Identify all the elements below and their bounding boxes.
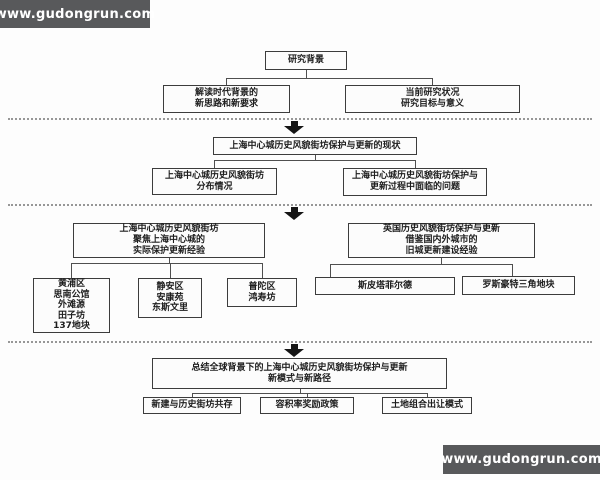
research-status-goals-box: 当前研究状况 研究目标与意义 bbox=[345, 85, 520, 113]
land-transfer-mode-box: 土地组合出让模式 bbox=[382, 397, 472, 414]
down-arrow-icon bbox=[284, 121, 304, 134]
watermark-top-left: www.gudongrun.com bbox=[0, 0, 155, 28]
connector bbox=[71, 263, 72, 278]
connector bbox=[262, 263, 263, 278]
section-divider bbox=[8, 341, 592, 343]
connector bbox=[441, 258, 442, 264]
box-line: 新建与历史街坊共存 bbox=[151, 400, 233, 410]
connector bbox=[169, 258, 170, 263]
box-line: 田子坊 bbox=[57, 310, 85, 321]
down-arrow-icon bbox=[284, 344, 304, 357]
box-line: 137地块 bbox=[53, 321, 90, 332]
box-line: 容积率奖励政策 bbox=[275, 400, 339, 410]
spitalfields-box: 斯皮塔菲尔德 bbox=[315, 277, 455, 295]
box-line: 当前研究状况 bbox=[405, 88, 460, 98]
box-line: 上海中心城历史风貌街坊保护与 bbox=[351, 171, 478, 181]
connector bbox=[170, 263, 171, 278]
connector bbox=[415, 160, 416, 168]
problems-box: 上海中心城历史风貌街坊保护与 更新过程中面临的问题 bbox=[343, 168, 487, 196]
box-line: 借鉴国内外城市的 bbox=[405, 235, 478, 245]
uk-cases-title-box: 英国历史风貌街坊保护与更新 借鉴国内外城市的 旧城更新建设经验 bbox=[348, 223, 535, 258]
connector bbox=[192, 393, 193, 397]
box-line: 静安区 bbox=[156, 282, 184, 293]
box-line: 普陀区 bbox=[248, 282, 276, 292]
connector bbox=[512, 264, 513, 276]
box-line: 安康苑 bbox=[156, 292, 184, 303]
box-line: 外滩源 bbox=[57, 300, 85, 311]
coexistence-mode-box: 新建与历史街坊共存 bbox=[143, 397, 241, 414]
box-line: 解读时代背景的 bbox=[194, 88, 258, 98]
box-line: 上海中心城历史风貌街坊 bbox=[119, 224, 219, 234]
connector bbox=[192, 393, 428, 394]
box-line: 黄浦区 bbox=[57, 279, 85, 290]
box-line: 聚焦上海中心城的 bbox=[132, 235, 205, 245]
arrow-head bbox=[284, 126, 304, 134]
current-status-title-box: 上海中心城历史风貌街坊保护与更新的现状 bbox=[213, 137, 417, 155]
box-line: 英国历史风貌街坊保护与更新 bbox=[382, 224, 500, 234]
era-background-box: 解读时代背景的 新思路和新要求 bbox=[163, 85, 290, 113]
box-line: 新思路和新要求 bbox=[194, 99, 258, 109]
box-line: 更新过程中面临的问题 bbox=[369, 182, 460, 192]
down-arrow-icon bbox=[284, 207, 304, 220]
putuo-district-box: 普陀区 鸿寿坊 bbox=[227, 278, 297, 307]
box-line: 罗斯豪特三角地块 bbox=[482, 280, 555, 290]
research-background-box: 研究背景 bbox=[265, 51, 347, 70]
connector bbox=[427, 393, 428, 397]
distribution-box: 上海中心城历史风貌街坊 分布情况 bbox=[152, 168, 277, 195]
huangpu-district-box: 黄浦区 思南公馆 外滩源 田子坊 137地块 bbox=[33, 278, 110, 333]
connector bbox=[307, 393, 308, 397]
connector bbox=[330, 264, 513, 265]
arrow-stem bbox=[290, 207, 298, 212]
watermark-text: www.gudongrun.com bbox=[0, 6, 156, 22]
box-line: 东斯文里 bbox=[151, 303, 188, 314]
connector bbox=[300, 389, 301, 393]
box-line: 分布情况 bbox=[196, 181, 233, 192]
connector bbox=[330, 264, 331, 277]
connector bbox=[315, 155, 316, 161]
box-line: 上海中心城历史风貌街坊 bbox=[164, 170, 264, 181]
arrow-head bbox=[284, 212, 304, 220]
connector bbox=[214, 160, 416, 161]
connector bbox=[214, 160, 215, 168]
box-line: 新模式与新路径 bbox=[267, 373, 331, 384]
box-line: 实际保护更新经验 bbox=[132, 246, 205, 256]
box-line: 思南公馆 bbox=[53, 289, 90, 300]
box-line: 鸿寿坊 bbox=[248, 292, 276, 303]
section-divider bbox=[8, 204, 592, 206]
section-divider bbox=[8, 118, 592, 120]
connector bbox=[226, 78, 433, 79]
arrow-stem bbox=[290, 344, 298, 349]
connector bbox=[432, 78, 433, 85]
jingan-district-box: 静安区 安康苑 东斯文里 bbox=[138, 278, 202, 318]
box-line: 旧城更新建设经验 bbox=[405, 246, 478, 256]
box-line: 上海中心城历史风貌街坊保护与更新的现状 bbox=[229, 140, 401, 151]
connector bbox=[226, 78, 227, 85]
conclusion-title-box: 总结全球背景下的上海中心城历史风貌街坊保护与更新 新模式与新路径 bbox=[152, 358, 447, 389]
arrow-head bbox=[284, 349, 304, 357]
connector bbox=[306, 70, 307, 78]
watermark-text: www.gudongrun.com bbox=[441, 452, 600, 467]
box-line: 研究背景 bbox=[287, 55, 324, 65]
connector bbox=[71, 263, 263, 264]
triangle-site-box: 罗斯豪特三角地块 bbox=[462, 276, 575, 295]
box-line: 研究目标与意义 bbox=[400, 99, 464, 109]
box-line: 斯皮塔菲尔德 bbox=[357, 280, 412, 291]
watermark-bottom-right: www.gudongrun.com bbox=[441, 445, 600, 474]
far-bonus-policy-box: 容积率奖励政策 bbox=[260, 397, 354, 414]
arrow-stem bbox=[290, 121, 298, 126]
box-line: 土地组合出让模式 bbox=[390, 400, 463, 410]
shanghai-cases-title-box: 上海中心城历史风貌街坊 聚焦上海中心城的 实际保护更新经验 bbox=[73, 223, 265, 258]
box-line: 总结全球背景下的上海中心城历史风貌街坊保护与更新 bbox=[191, 362, 408, 373]
